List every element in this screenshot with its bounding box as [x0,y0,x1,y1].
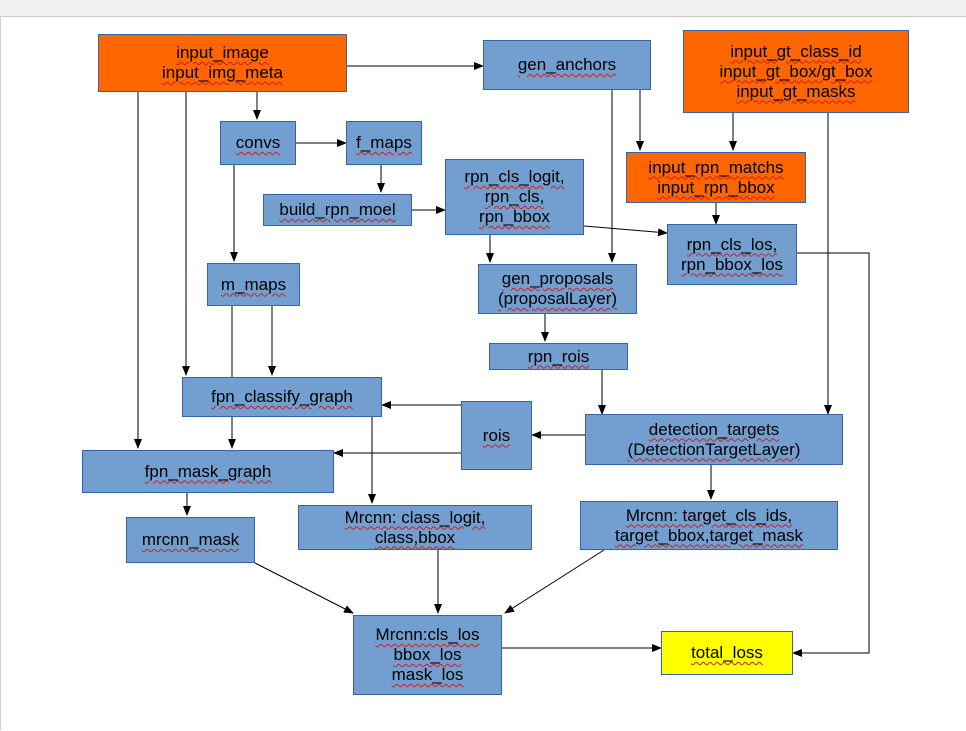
edge-rpn-outputs-to-rpn-loss [583,225,668,237]
node-label-line: input_gt_box/gt_box [719,61,873,81]
node-f-maps: f_maps [346,121,422,165]
node-build-rpn: build_rpn_moel [263,194,412,226]
node-label-line: rpn_cls, [484,187,545,206]
node-label-line: (DetectionTargetLayer) [627,439,801,459]
node-label-line: input_rpn_bbox [657,177,775,197]
node-label-line: rpn_bbox [479,207,550,226]
node-label-line: gen_proposals [501,269,614,288]
node-rpn-outputs: rpn_cls_logit,rpn_cls,rpn_bbox [445,159,584,235]
node-label-line: gen_anchors [517,55,617,74]
edge-mrcnn-targets-to-mrcnn-loss [504,549,605,614]
node-rpn-rois: rpn_rois [489,343,628,370]
node-label-line: build_rpn_moel [279,200,396,219]
node-det-targets: detection_targets(DetectionTargetLayer) [585,414,843,465]
node-label-line: input_gt_masks [736,81,856,101]
node-label-line: input_img_meta [162,63,283,82]
node-label-line: Mrcnn:cls_los [375,625,480,644]
edge-rpn-loss-to-total-loss [792,252,870,657]
node-label-line: rois [482,425,511,445]
node-gen-anchors: gen_anchors [483,40,651,90]
node-label-line: detection_targets [648,419,780,439]
node-mrcnn-mask: mrcnn_mask [126,517,255,563]
node-label-line: Mrcnn: target_cls_ids, [625,505,793,525]
node-label-line: mrcnn_mask [141,530,240,549]
node-fpn-classify: fpn_classify_graph [182,377,382,417]
node-label-line: f_maps [356,133,412,152]
node-label-line: input_gt_class_id [730,41,862,61]
node-label-line: total_loss [691,643,763,662]
edge-mrcnn-mask-to-mrcnn-loss [254,562,354,614]
node-mrcnn-class: Mrcnn: class_logit,class,bbox [298,505,532,550]
node-label-line: rpn_bbox_los [680,254,784,274]
node-label-line: bbox_los [393,645,462,664]
node-rpn-loss: rpn_cls_los,rpn_bbox_los [667,224,797,285]
node-label-line: mask_los [391,665,464,684]
node-label-line: rpn_cls_los, [686,234,778,254]
node-label-line: input_rpn_matchs [648,157,784,177]
node-label-line: rpn_rois [527,346,590,366]
node-rois: rois [461,401,532,470]
node-label-line: rpn_cls_logit, [464,167,565,186]
node-label-line: Mrcnn: class_logit, [344,507,486,527]
node-label-line: target_bbox,target_mask [614,525,804,545]
node-label-line: m_maps [220,274,287,294]
node-total-loss: total_loss [661,631,793,675]
node-convs: convs [220,121,296,165]
node-gen-proposals: gen_proposals(proposalLayer) [478,264,637,314]
node-label-line: convs [235,133,281,152]
node-label-line: fpn_mask_graph [144,461,272,481]
node-label-line: fpn_classify_graph [211,387,353,406]
page-edge [0,16,1,730]
node-label-line: (proposalLayer) [497,289,618,308]
node-label-line: input_image [176,43,269,62]
canvas-page [0,16,966,731]
node-m-maps: m_maps [207,263,300,306]
node-fpn-mask: fpn_mask_graph [82,450,334,493]
node-label-line: class,bbox [374,527,456,547]
node-mrcnn-targets: Mrcnn: target_cls_ids,target_bbox,target… [580,501,838,550]
